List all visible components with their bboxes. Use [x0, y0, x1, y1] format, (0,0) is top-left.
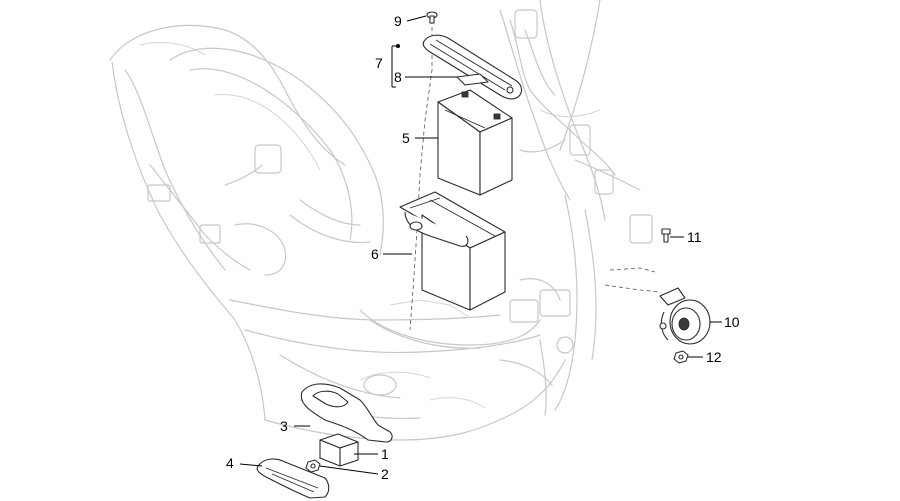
callout-9: 9: [394, 13, 402, 29]
part-9-screw: [426, 11, 438, 24]
callout-1: 1: [381, 446, 389, 462]
part-12-nut: [673, 350, 689, 364]
callout-12: 12: [706, 349, 722, 365]
part-2-nut: [305, 459, 321, 473]
part-1-relay: [319, 433, 359, 467]
callouts: 9 7 8 5 6 11 10 12 3 1 4 2: [226, 13, 740, 482]
callout-6: 6: [371, 246, 379, 262]
part-8-pad: [456, 73, 489, 86]
callout-8: 8: [394, 69, 402, 85]
part-10-horn: [659, 287, 711, 345]
callout-7: 7: [375, 55, 383, 71]
callout-10: 10: [724, 314, 740, 330]
part-11-bolt: [661, 228, 671, 243]
callout-4: 4: [226, 455, 234, 471]
part-7-battery-strap: [422, 34, 523, 100]
callout-5: 5: [402, 130, 410, 146]
part-3-bracket: [300, 383, 393, 443]
callout-11: 11: [687, 229, 702, 245]
callout-3: 3: [280, 418, 288, 434]
callout-2: 2: [381, 466, 389, 482]
part-4-cover: [256, 458, 330, 499]
leader-lines: [239, 15, 722, 475]
part-6-battery-box: [399, 191, 506, 311]
part-5-battery: [437, 89, 513, 196]
